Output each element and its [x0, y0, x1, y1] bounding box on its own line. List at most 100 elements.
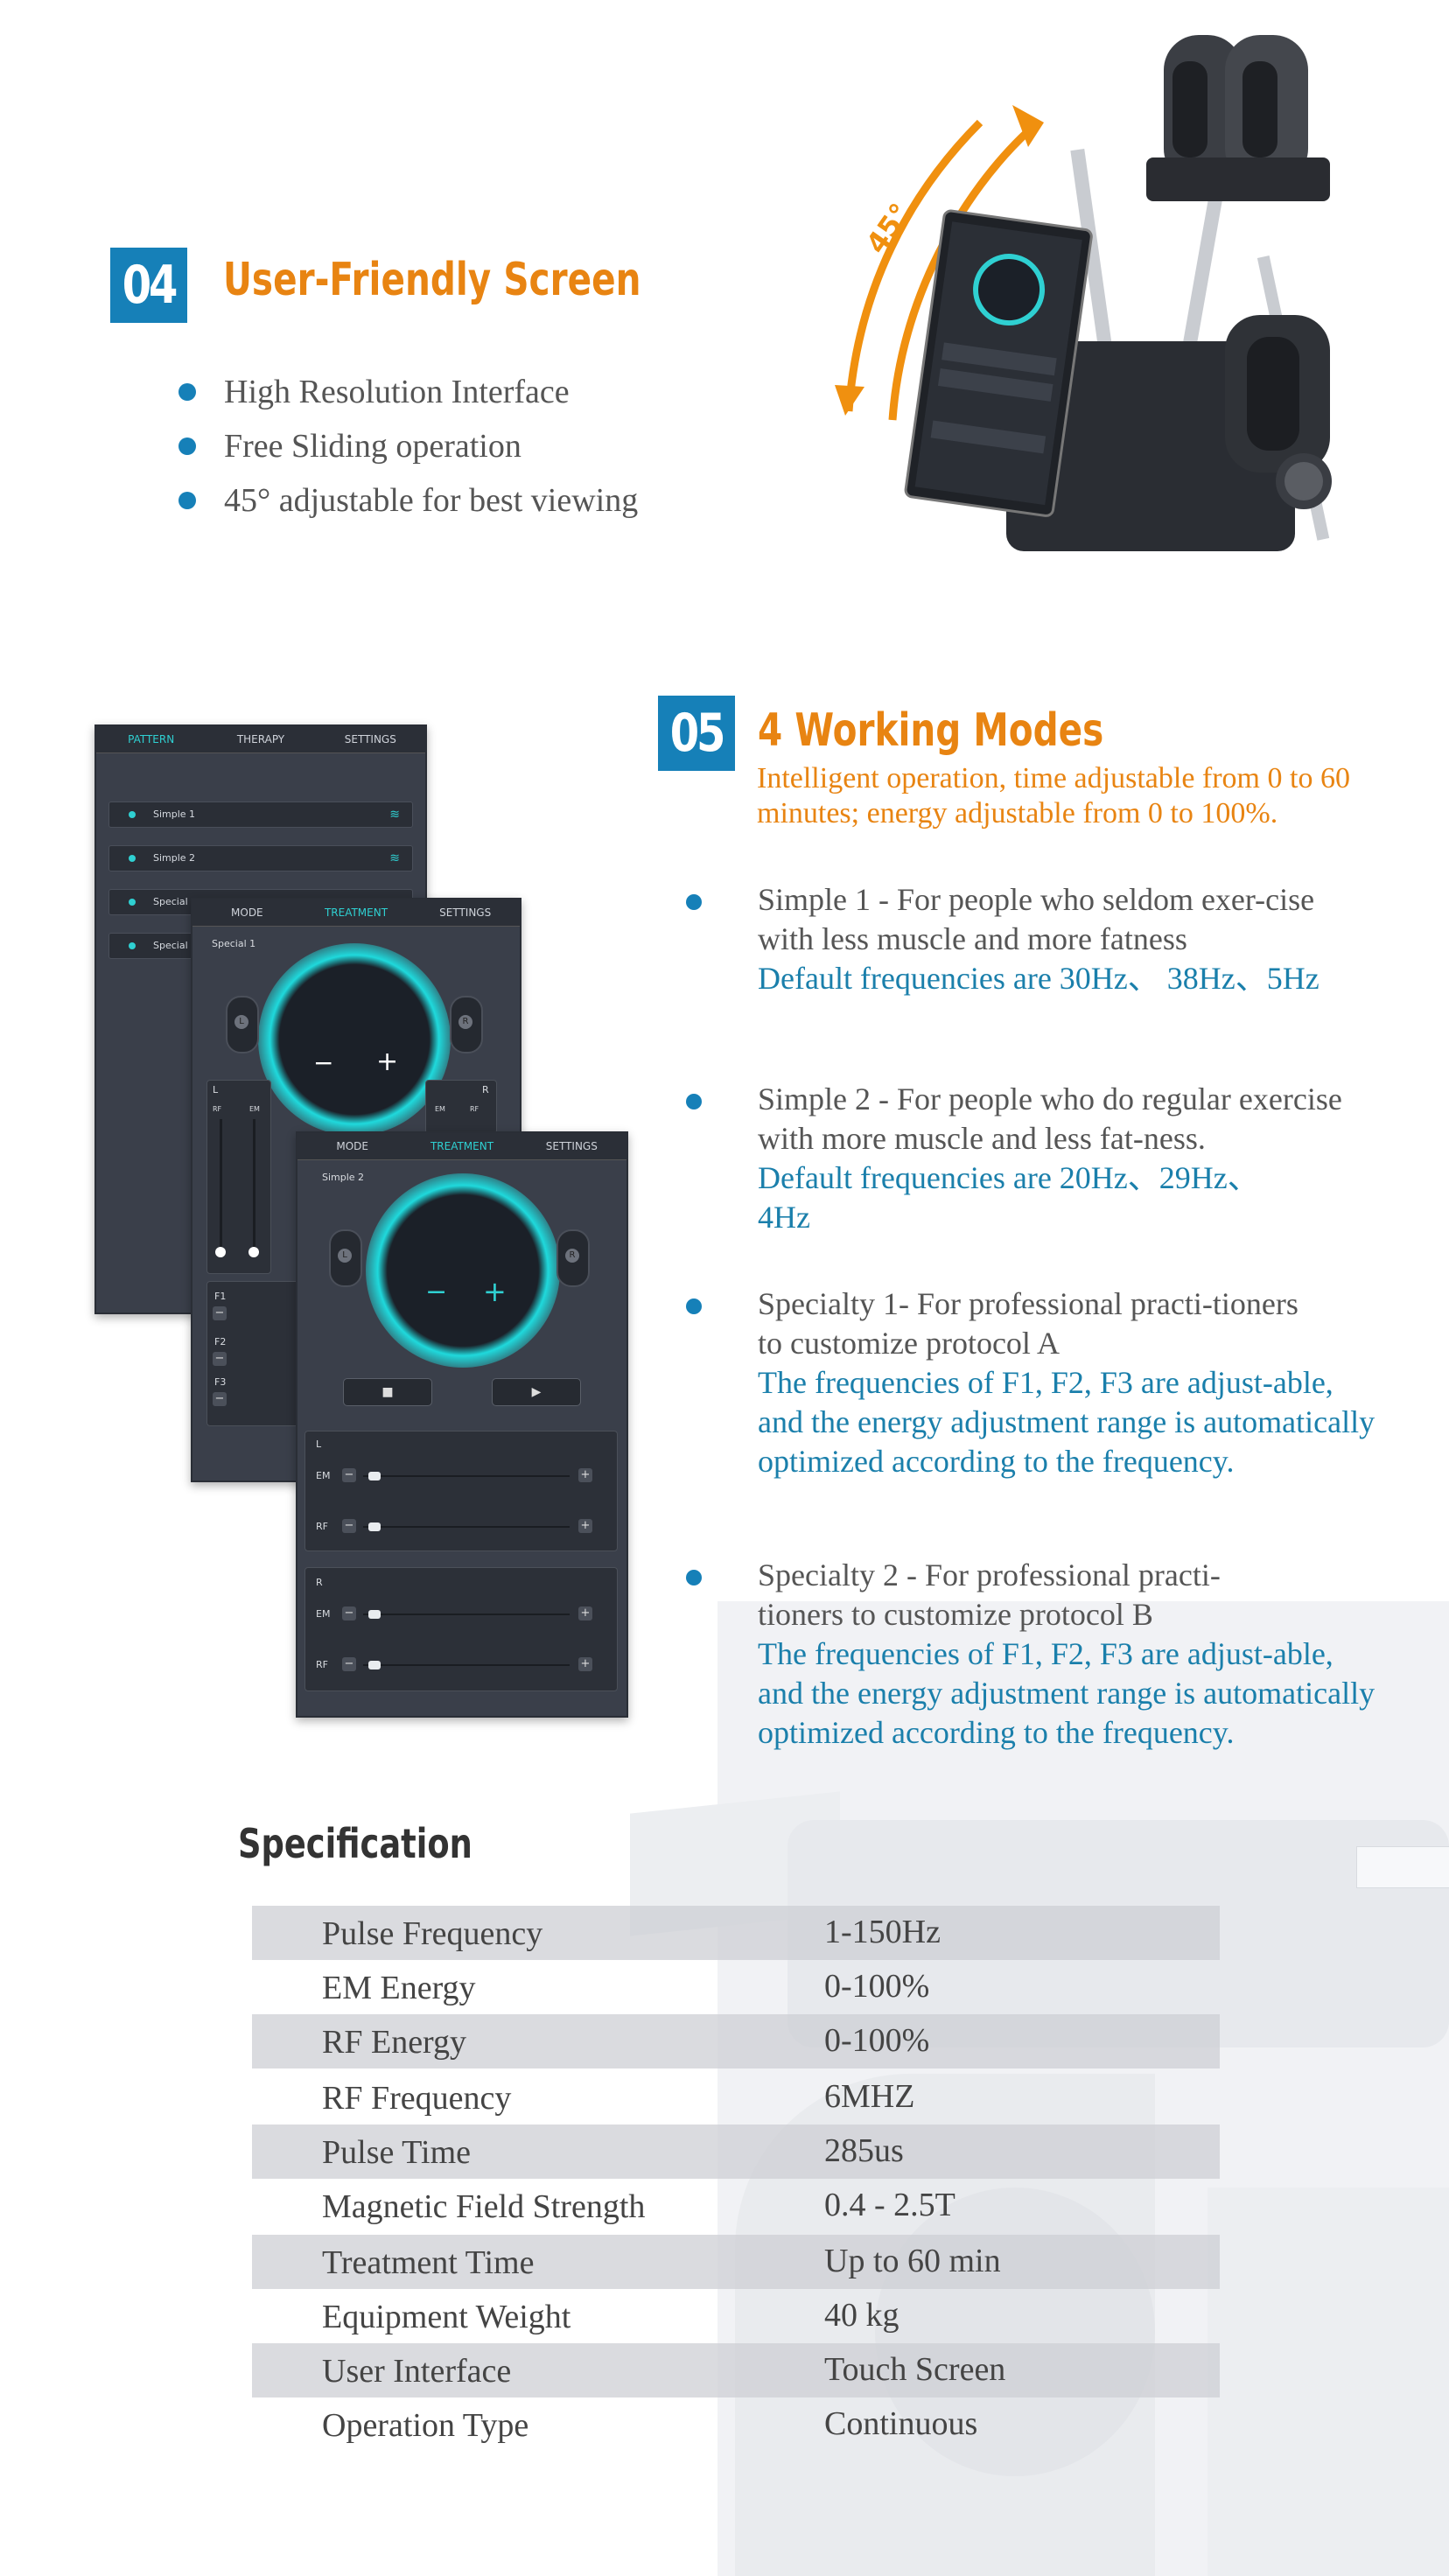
- rf-slider[interactable]: [220, 1119, 222, 1250]
- em-slider[interactable]: [363, 1475, 570, 1477]
- section-04-title: User-Friendly Screen: [223, 254, 641, 306]
- rf-label: RF: [470, 1105, 480, 1113]
- spec-label: Magnetic Field Strength: [322, 2188, 646, 2225]
- tab-mode[interactable]: MODE: [231, 906, 263, 919]
- spec-value: 0-100%: [824, 1968, 930, 2005]
- bullet-dot: [178, 492, 196, 509]
- spec-value: Touch Screen: [824, 2351, 1006, 2388]
- frequency-panel: F1 − F2 − F3 −: [206, 1281, 313, 1426]
- spec-value: 0-100%: [824, 2022, 930, 2059]
- section-05-number: 05: [658, 696, 735, 771]
- em-slider[interactable]: [363, 1614, 570, 1615]
- rf-slider[interactable]: [363, 1526, 570, 1528]
- mode-frequencies: The frequencies of F1, F2, F3 are adjust…: [758, 1636, 1376, 1750]
- group-label: L: [316, 1438, 322, 1450]
- mode-description: Simple 2 - For people who do regular exe…: [758, 1082, 1342, 1156]
- slider-knob[interactable]: [215, 1247, 226, 1257]
- rf-plus-button[interactable]: +: [578, 1657, 592, 1671]
- feature-item: High Resolution Interface: [178, 373, 570, 411]
- table-row: RF Energy 0-100%: [252, 2014, 1220, 2068]
- status-dot: [129, 855, 136, 862]
- spec-value: Continuous: [824, 2405, 978, 2442]
- spec-label: Equipment Weight: [322, 2299, 571, 2335]
- table-row: RF Frequency 6MHZ: [252, 2070, 1220, 2124]
- bullet-dot: [686, 1570, 702, 1586]
- table-row: Operation Type Continuous: [252, 2398, 1220, 2452]
- mode-frequencies: The frequencies of F1, F2, F3 are adjust…: [758, 1365, 1376, 1479]
- minus-button[interactable]: −: [425, 1277, 448, 1307]
- plus-button[interactable]: +: [483, 1275, 507, 1308]
- em-plus-button[interactable]: +: [578, 1606, 592, 1620]
- tab-mode[interactable]: MODE: [336, 1140, 368, 1152]
- stop-button[interactable]: ■: [343, 1378, 432, 1406]
- list-item-label: Simple 1: [153, 808, 196, 820]
- list-item-label: Simple 2: [153, 852, 196, 864]
- slider-knob[interactable]: [248, 1247, 259, 1257]
- channel-right-panel: R EM RF: [425, 1080, 497, 1134]
- em-minus-button[interactable]: −: [342, 1468, 356, 1482]
- em-slider[interactable]: [253, 1119, 256, 1250]
- plus-button[interactable]: +: [376, 1046, 399, 1077]
- screen-tabs: MODE TREATMENT SETTINGS: [298, 1133, 626, 1160]
- rf-minus-button[interactable]: −: [342, 1657, 356, 1671]
- layers-icon: ≋: [389, 808, 400, 822]
- channel-left-controls: L EM − + RF − +: [304, 1431, 618, 1551]
- screen-tabs: PATTERN THERAPY SETTINGS: [96, 726, 425, 753]
- spec-label: User Interface: [322, 2353, 512, 2390]
- section-05-intro: Intelligent operation, time adjustable f…: [757, 762, 1350, 830]
- intensity-dial[interactable]: [366, 1173, 560, 1368]
- mode-item: Simple 2 - For people who do regular exe…: [686, 1080, 1381, 1237]
- list-item-simple-1[interactable]: Simple 1 ≋: [108, 802, 413, 828]
- bullet-dot: [178, 438, 196, 455]
- intensity-dial[interactable]: [258, 943, 451, 1136]
- rf-label: RF: [213, 1105, 222, 1113]
- slider-knob[interactable]: [368, 1661, 381, 1670]
- f3-minus-button[interactable]: −: [213, 1392, 227, 1406]
- tab-settings[interactable]: SETTINGS: [439, 906, 492, 919]
- rf-label: RF: [316, 1521, 328, 1532]
- f1-label: F1: [214, 1291, 227, 1302]
- tab-treatment[interactable]: TREATMENT: [430, 1140, 494, 1152]
- list-item-label: Special: [153, 896, 188, 907]
- group-label: R: [316, 1577, 323, 1588]
- mode-frequencies: Default frequencies are 30Hz、 38Hz、5Hz: [758, 961, 1320, 996]
- pad-left-label: L: [234, 1015, 248, 1029]
- tab-settings[interactable]: SETTINGS: [545, 1140, 598, 1152]
- list-item-simple-2[interactable]: Simple 2 ≋: [108, 845, 413, 872]
- pad-left: L: [226, 996, 259, 1054]
- em-minus-button[interactable]: −: [342, 1606, 356, 1620]
- spec-label: Operation Type: [322, 2407, 529, 2444]
- spec-label: EM Energy: [322, 1970, 476, 2006]
- rf-plus-button[interactable]: +: [578, 1519, 592, 1533]
- play-button[interactable]: ▶: [492, 1378, 581, 1406]
- spec-label: Pulse Frequency: [322, 1915, 543, 1952]
- em-label: EM: [316, 1470, 331, 1481]
- spec-value: 6MHZ: [824, 2078, 915, 2115]
- table-row: Magnetic Field Strength 0.4 - 2.5T: [252, 2179, 1220, 2233]
- feature-text: Free Sliding operation: [224, 428, 522, 465]
- rf-minus-button[interactable]: −: [342, 1519, 356, 1533]
- slider-knob[interactable]: [368, 1472, 381, 1480]
- f2-minus-button[interactable]: −: [213, 1352, 227, 1366]
- f1-minus-button[interactable]: −: [213, 1306, 227, 1320]
- em-label: EM: [249, 1105, 260, 1113]
- em-plus-button[interactable]: +: [578, 1468, 592, 1482]
- mode-description: Specialty 1- For professional practi-tio…: [758, 1286, 1298, 1361]
- tab-pattern[interactable]: PATTERN: [128, 733, 175, 746]
- minus-button[interactable]: −: [313, 1048, 334, 1077]
- slider-knob[interactable]: [368, 1610, 381, 1619]
- table-row: EM Energy 0-100%: [252, 1960, 1220, 2014]
- tab-settings[interactable]: SETTINGS: [344, 733, 396, 746]
- pad-right: R: [556, 1229, 590, 1287]
- bullet-dot: [686, 894, 702, 910]
- channel-left-panel: L RF EM: [206, 1080, 271, 1274]
- rf-slider[interactable]: [363, 1664, 570, 1666]
- feature-text: High Resolution Interface: [224, 374, 570, 410]
- tab-treatment[interactable]: TREATMENT: [324, 906, 388, 919]
- table-row: User Interface Touch Screen: [252, 2343, 1220, 2398]
- spec-value: Up to 60 min: [824, 2243, 1001, 2279]
- slider-knob[interactable]: [368, 1522, 381, 1531]
- tab-therapy[interactable]: THERAPY: [236, 733, 285, 746]
- layers-icon: ≋: [389, 851, 400, 865]
- pad-right-label: R: [458, 1015, 472, 1029]
